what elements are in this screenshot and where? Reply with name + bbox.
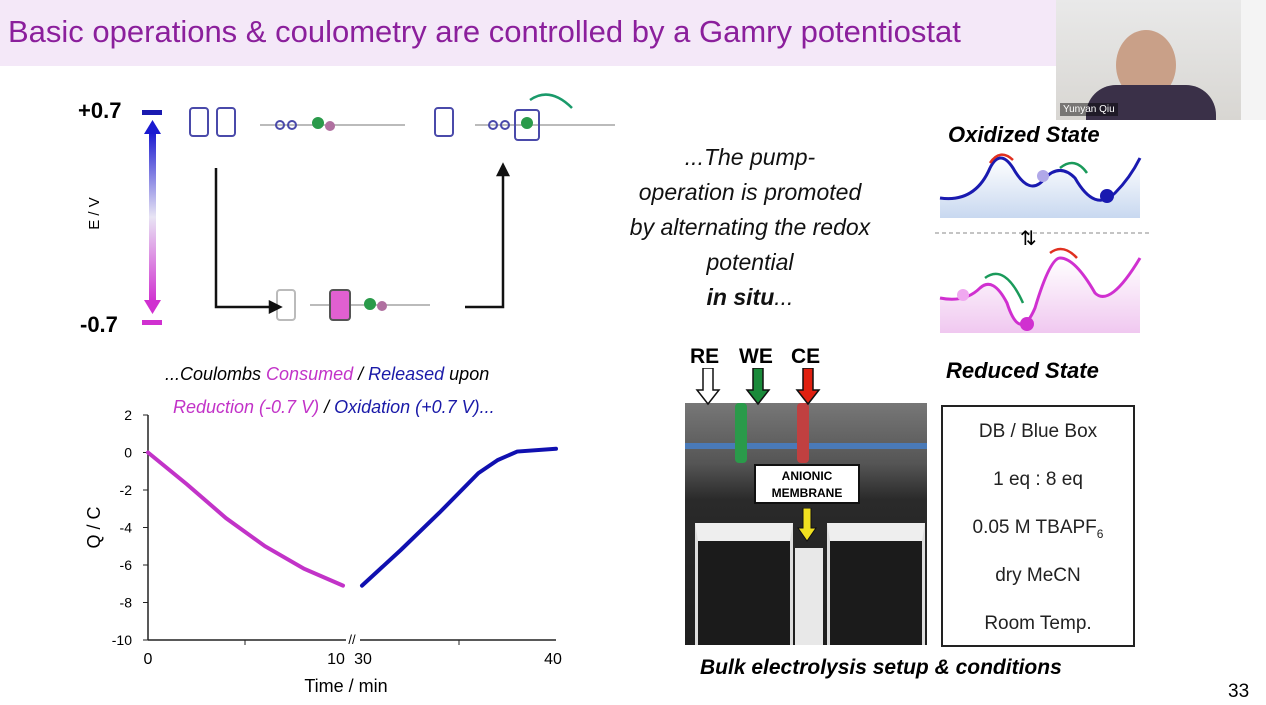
pump-line: by alternating the redox [629,214,871,240]
oxidized-state-label: Oxidized State [948,122,1100,147]
pump-emphasis: in situ [706,284,775,310]
beaker-right [827,523,925,645]
oxidation-series-line [360,446,558,588]
cycle-arrows [214,162,511,315]
molecule-bottom [276,289,430,321]
y-tick-label: -4 [120,520,133,536]
y-tick-label: -8 [120,595,133,611]
participant-shirt [1086,85,1216,120]
x-tick-label: 0 [144,651,153,668]
caption-text: ...Coulombs [165,364,267,384]
x-axis-title: Time / min [304,676,387,696]
pump-suffix: ... [774,284,794,310]
x-tick-label: 40 [544,651,562,668]
potential-top-label: +0.7 [78,98,122,123]
caption-reduction: Reduction (-0.7 V) [173,397,320,417]
electrolyte-text: 0.05 M TBAPF [972,517,1097,538]
electrode-label-we: WE [739,345,773,368]
condition-item: DB / Blue Box [978,421,1098,442]
membrane-label-line: ANIONIC [781,469,833,483]
x-tick-label: 10 [327,651,345,668]
y-tick-label: 2 [124,407,132,423]
potential-axis-label: E / V [85,197,103,230]
slide-title: Basic operations & coulometry are contro… [8,14,961,49]
oxidized-level-mark [142,110,162,115]
membrane-label-line: MEMBRANE [771,486,843,500]
caption-text: upon [444,364,490,384]
potential-gradient-arrow [149,132,156,302]
participant-video[interactable]: Yunyan Qiu [1056,0,1266,120]
condition-item: 0.05 M TBAPF6 [943,503,1133,551]
caption-text: / [353,364,369,384]
axis-break-mark: // [348,632,356,647]
y-tick-label: -10 [112,632,132,648]
caption-released: Released [368,364,445,384]
potential-bottom-label: -0.7 [80,312,118,337]
reduced-landscape-curve [939,256,1142,326]
electrode-label-ce: CE [791,345,821,368]
membrane-label: ANIONIC MEMBRANE [754,464,860,504]
pump-line: ...The pump- [684,144,816,170]
condition-item: 1 eq : 8 eq [993,469,1083,490]
conditions-box: DB / Blue Box 1 eq : 8 eq 0.05 M TBAPF6 … [941,405,1135,647]
oxidized-landscape-fill [940,158,1140,218]
ce-clip [797,403,809,463]
condition-item: Room Temp. [984,613,1092,634]
caption-oxidation: Oxidation (+0.7 V)... [334,397,495,417]
y-tick-label: 0 [124,445,132,461]
reduction-series-line [146,450,345,588]
chart-caption-line1: ...Coulombs Consumed / Released upon [165,364,489,385]
we-clip [735,403,747,463]
condition-item: dry MeCN [995,565,1081,586]
y-axis-title: Q / C [84,506,104,548]
reduced-level-mark [142,320,162,325]
x-tick-label: 30 [354,651,372,668]
pump-description: ...The pump- operation is promoted by al… [600,140,900,315]
switch-arrows-icon: ⇅ [1020,226,1037,250]
membrane-arrow-icon [797,508,817,542]
we-arrow-icon [745,368,771,406]
participant-name: Yunyan Qiu [1060,103,1118,116]
caption-text: / [319,397,335,417]
caption-consumed: Consumed [266,364,354,384]
electrode-label-re: RE [690,345,720,368]
mechanism-diagram [142,93,615,325]
electrode-arrows [695,368,821,406]
reduced-state-label: Reduced State [946,358,1099,383]
slide-title-bar [0,0,1266,66]
y-tick-label: -2 [120,482,133,498]
ce-arrow-icon [795,368,821,406]
pump-line: operation is promoted [638,179,862,205]
page-number: 33 [1228,681,1250,702]
beaker-left [695,523,793,645]
chart-caption-line2: Reduction (-0.7 V) / Oxidation (+0.7 V).… [173,397,495,418]
molecule-top-right [434,93,615,141]
y-tick-label: -6 [120,557,133,573]
setup-caption: Bulk electrolysis setup & conditions [700,656,1062,679]
electrolyte-subscript: 6 [1096,526,1104,541]
molecule-top-left [189,107,405,137]
re-arrow-icon [695,368,721,406]
pump-line: potential [706,249,794,275]
energy-landscapes: ⇅ [935,153,1150,333]
membrane-holder [795,548,823,645]
